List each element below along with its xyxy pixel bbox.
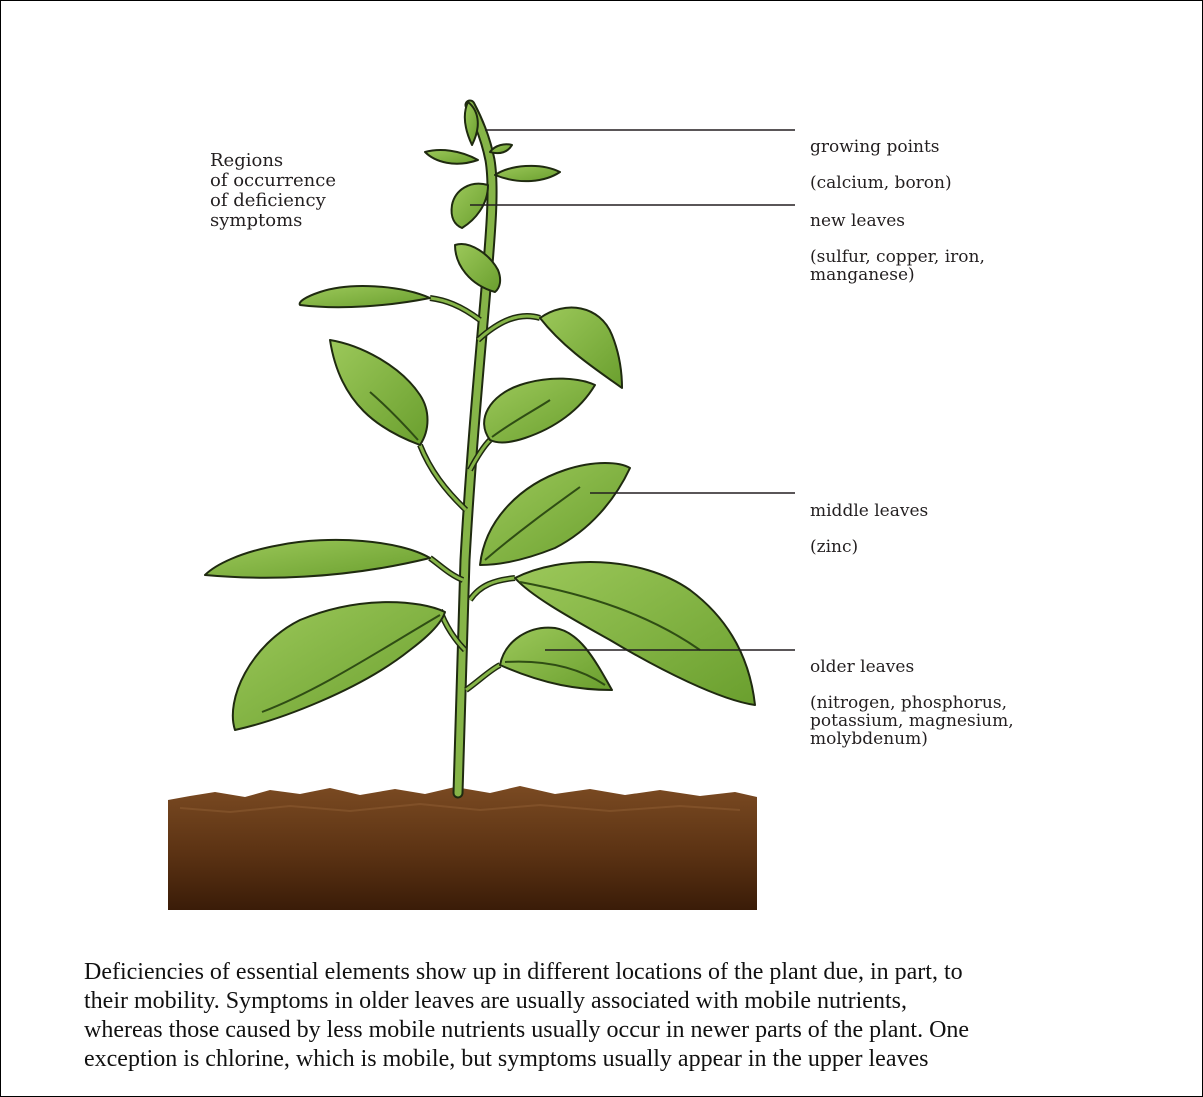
callout-title: older leaves	[810, 657, 914, 677]
leaf-middle-left	[330, 340, 428, 445]
leaf-growing-right	[490, 144, 512, 153]
leaf-middle-right-upper	[484, 379, 595, 443]
soil	[168, 786, 757, 910]
callout-new-leaves: new leaves (sulfur, copper, iron, mangan…	[810, 194, 985, 284]
callout-detail: (calcium, boron)	[810, 173, 952, 193]
callout-detail: (zinc)	[810, 537, 858, 557]
leaf-middle-right	[480, 463, 630, 565]
leaf-upper-right	[540, 308, 622, 388]
callout-title: new leaves	[810, 211, 905, 231]
callout-title: growing points	[810, 137, 940, 157]
leaf-older-left-small	[205, 540, 430, 578]
callout-detail: (sulfur, copper, iron, manganese)	[810, 247, 985, 285]
leaf-upper-left	[300, 286, 430, 307]
figure-caption: Deficiencies of essential elements show …	[84, 958, 1164, 1074]
plant-illustration	[0, 0, 1203, 930]
leaf-new-left	[452, 184, 488, 228]
callout-title: middle leaves	[810, 501, 928, 521]
leaf-older-right-small	[500, 628, 612, 690]
diagram-heading: Regions of occurrence of deficiency symp…	[210, 151, 336, 231]
leaf-new-right	[495, 166, 560, 181]
callout-growing-points: growing points (calcium, boron)	[810, 120, 952, 192]
callout-detail: (nitrogen, phosphorus, potassium, magnes…	[810, 693, 1014, 749]
callout-middle-leaves: middle leaves (zinc)	[810, 484, 928, 556]
plant-diagram: Regions of occurrence of deficiency symp…	[0, 0, 1203, 930]
callout-older-leaves: older leaves (nitrogen, phosphorus, pota…	[810, 640, 1014, 748]
leaf-growing-left	[425, 150, 478, 164]
